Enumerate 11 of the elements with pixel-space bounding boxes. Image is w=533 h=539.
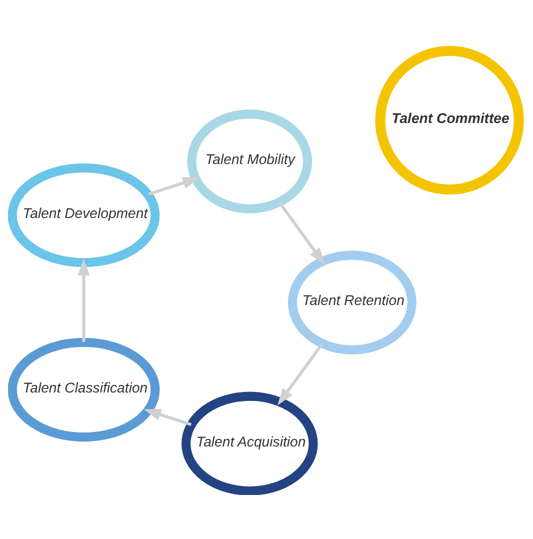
node-circle: Talent Committee xyxy=(375,45,524,194)
arrow xyxy=(148,176,200,196)
arrow xyxy=(78,258,90,342)
node-ellipse: Talent Classification xyxy=(8,337,160,442)
arrow xyxy=(277,342,324,405)
node-ellipse: Talent Retention xyxy=(288,250,416,354)
node-ellipse: Talent Acquisition xyxy=(182,391,318,494)
node-ellipse: Talent Mobility xyxy=(187,109,312,213)
node-ellipse: Talent Development xyxy=(8,162,160,267)
arrow xyxy=(278,200,325,264)
arrow xyxy=(144,408,192,426)
